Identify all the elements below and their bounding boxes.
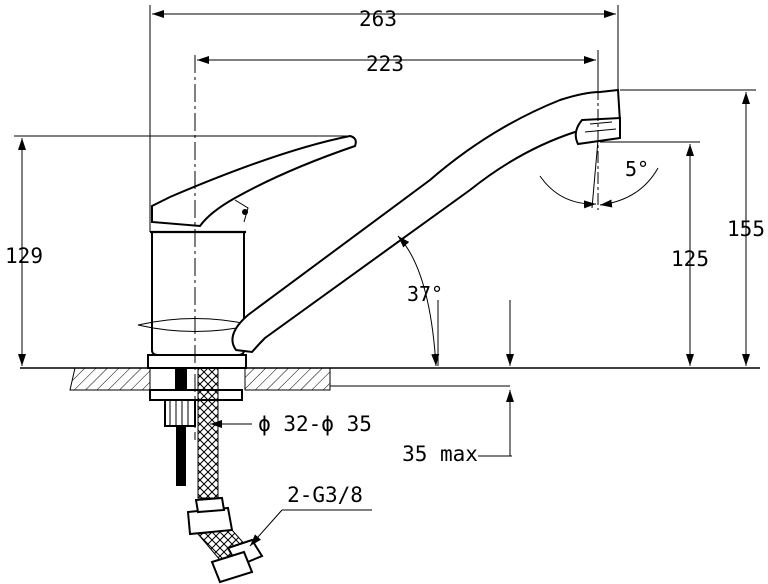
spout bbox=[231, 88, 622, 354]
label-overall-length: 263 bbox=[359, 7, 397, 31]
label-max-thickness: 35 max bbox=[402, 442, 478, 466]
label-spout-reach: 223 bbox=[366, 52, 404, 76]
centerlines bbox=[194, 55, 599, 440]
dim-connection bbox=[249, 509, 372, 547]
label-total-height: 155 bbox=[727, 217, 765, 241]
dim-125 bbox=[600, 141, 700, 366]
under-counter-fittings bbox=[149, 367, 264, 584]
label-spout-height: 125 bbox=[671, 247, 709, 271]
dim-263 bbox=[149, 5, 619, 232]
dim-aerator-angle bbox=[539, 139, 659, 209]
dim-spout-angle bbox=[397, 235, 440, 367]
label-connection: 2-G3/8 bbox=[287, 483, 363, 507]
dim-223 bbox=[197, 50, 599, 92]
label-body-height: 129 bbox=[5, 244, 43, 268]
dim-129 bbox=[14, 135, 350, 366]
dim-155 bbox=[620, 89, 756, 366]
faucet-body bbox=[137, 134, 357, 369]
label-aerator-angle: 5° bbox=[625, 157, 649, 181]
dim-max-thickness bbox=[478, 300, 514, 457]
label-hole-diameter: ϕ 32-ϕ 35 bbox=[258, 412, 372, 436]
countertop bbox=[20, 367, 760, 391]
label-spout-angle: 37° bbox=[407, 282, 443, 306]
